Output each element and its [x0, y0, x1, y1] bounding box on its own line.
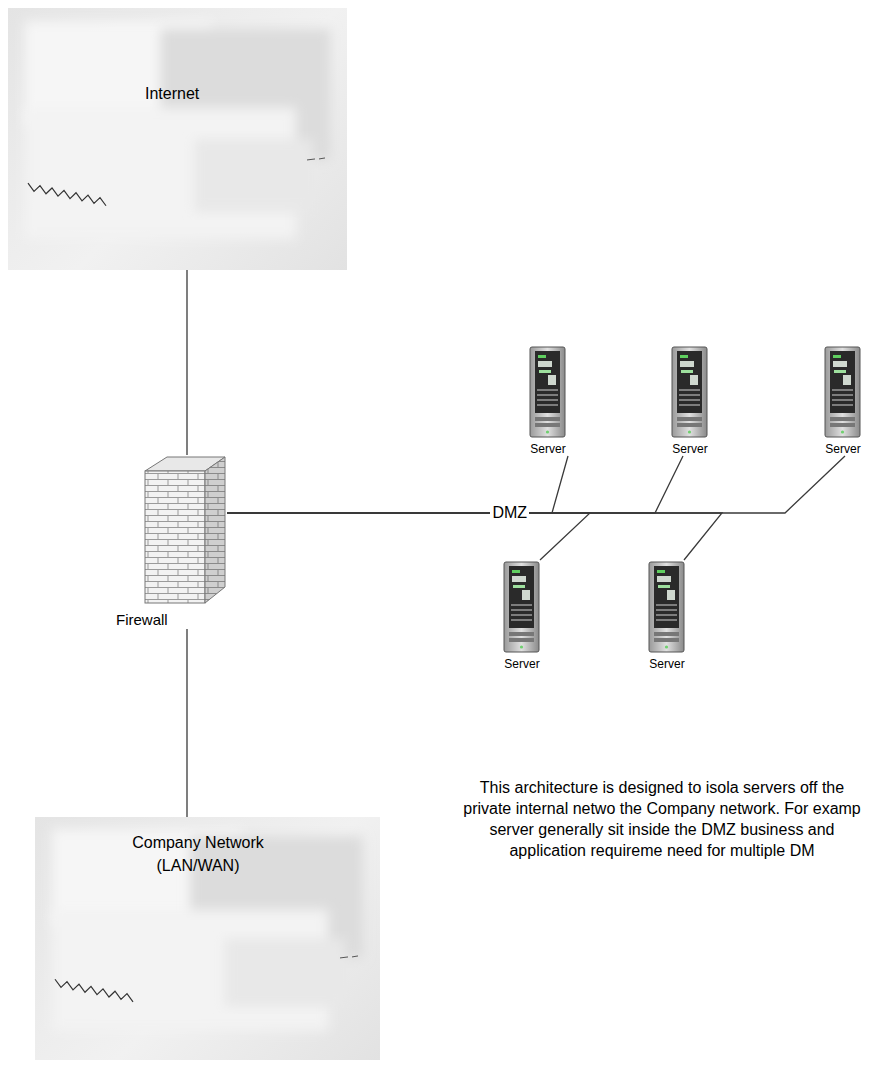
network-label: Company Network (LAN/WAN)	[123, 831, 273, 877]
network-link	[227, 456, 683, 513]
firewall-icon	[143, 455, 227, 605]
network-link	[186, 629, 187, 817]
cloud-shading	[35, 817, 380, 1060]
server-icon: Server	[645, 560, 689, 671]
shade-patch	[194, 139, 313, 212]
zone-label: DMZ	[490, 504, 529, 522]
cloud-scribble	[307, 158, 325, 160]
server-label: Server	[672, 440, 707, 456]
server-icon	[825, 347, 860, 437]
network-link	[227, 513, 590, 560]
firewall-label: Firewall	[116, 605, 168, 629]
shade-patch	[225, 939, 346, 1007]
description-note: This architecture is designed to isola s…	[458, 777, 866, 861]
network-link	[227, 456, 845, 513]
server-label: Server	[825, 440, 860, 456]
network-cloud: Internet	[8, 8, 347, 270]
server-icon	[528, 345, 568, 440]
server-icon	[670, 345, 710, 440]
network-label: Internet	[145, 82, 325, 105]
server-icon: Server	[500, 560, 544, 671]
server-icon	[502, 560, 542, 655]
server-icon	[530, 347, 565, 437]
cloud-scribble	[340, 956, 358, 958]
firewall-icon	[145, 457, 225, 603]
network-link	[227, 513, 722, 560]
server-icon	[823, 345, 863, 440]
server-icon	[647, 560, 687, 655]
firewall-icon: Firewall	[116, 455, 227, 629]
server-label: Server	[504, 655, 539, 671]
cloud-scribble	[28, 183, 106, 206]
server-icon: Server	[526, 345, 570, 456]
server-icon	[672, 347, 707, 437]
network-cloud: Company Network (LAN/WAN)	[35, 817, 380, 1060]
server-label: Server	[530, 440, 565, 456]
cloud-shading	[8, 8, 347, 270]
server-label: Server	[649, 655, 684, 671]
server-icon	[504, 562, 539, 652]
server-icon: Server	[668, 345, 712, 456]
server-icon: Server	[821, 345, 865, 456]
cloud-scribble	[55, 979, 133, 1002]
server-icon	[649, 562, 684, 652]
network-link	[186, 270, 187, 455]
